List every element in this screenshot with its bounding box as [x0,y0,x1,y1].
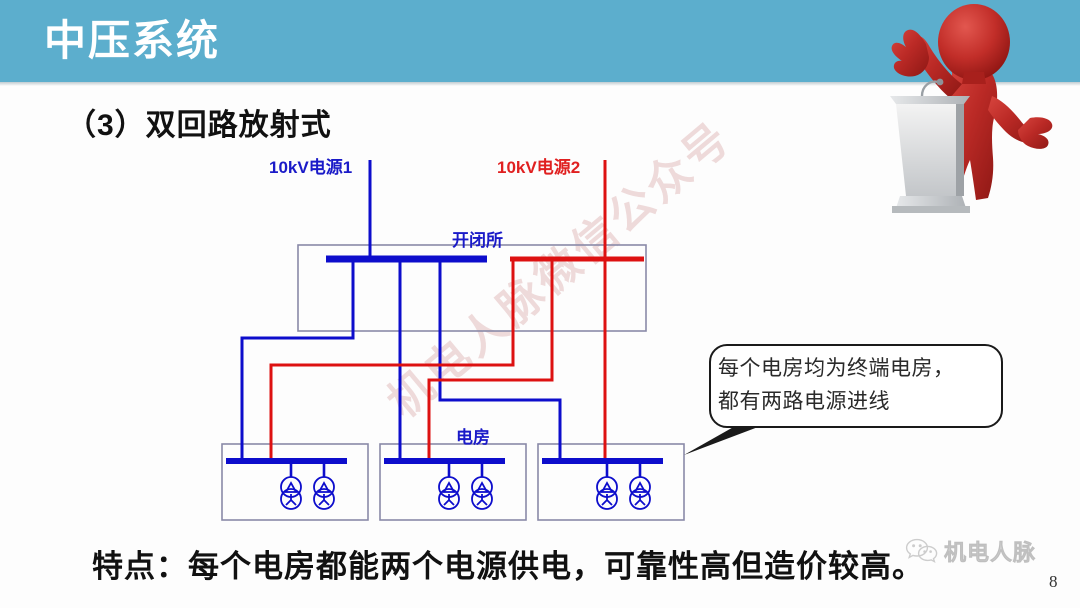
label-source-1: 10kV电源1 [269,158,353,177]
callout-line-1: 每个电房均为终端电房， [718,356,955,380]
power-room-1-internals [226,458,347,510]
source2-circuit [269,160,644,461]
brand-watermark: 机电人脉 [905,535,1036,567]
label-power-room: 电房 [456,428,490,447]
source1-circuit [240,160,562,461]
callout-text: 每个电房均为终端电房， 都有两路电源进线 [718,352,1000,418]
section-heading: （3）双回路放射式 [66,109,332,142]
power-room-enclosure [221,443,369,521]
transformer-symbol [629,476,651,510]
page-number: 8 [1049,572,1058,591]
page-title: 中压系统 [44,17,221,64]
power-room-2-internals [384,458,505,510]
power-room-enclosure [537,443,685,521]
power-room-enclosure [379,443,527,521]
source1-feeder-1 [240,259,355,461]
power-room-3-internals [542,458,663,510]
presenter-figure-illustration [890,4,1053,213]
header-shadow [0,82,1080,86]
source2-feeder-2 [427,259,554,461]
transformer-symbol [313,476,335,510]
label-source-2: 10kV电源2 [497,158,581,177]
brand-name: 机电人脉 [944,540,1037,566]
diagonal-watermark: 机电人脉微信公众号 [378,112,742,428]
transformer-symbol [596,476,618,510]
transformer-symbol [438,476,460,510]
wechat-icon [905,538,938,564]
switch-house-enclosure [297,244,647,332]
callout-bubble [709,344,1003,428]
transformer-symbol [471,476,493,510]
transformer-symbol [280,476,302,510]
summary-caption: 特点：每个电房都能两个电源供电，可靠性高但造价较高。 [92,549,924,584]
label-switch-house: 开闭所 [452,231,503,250]
callout-line-2: 都有两路电源进线 [718,389,890,413]
